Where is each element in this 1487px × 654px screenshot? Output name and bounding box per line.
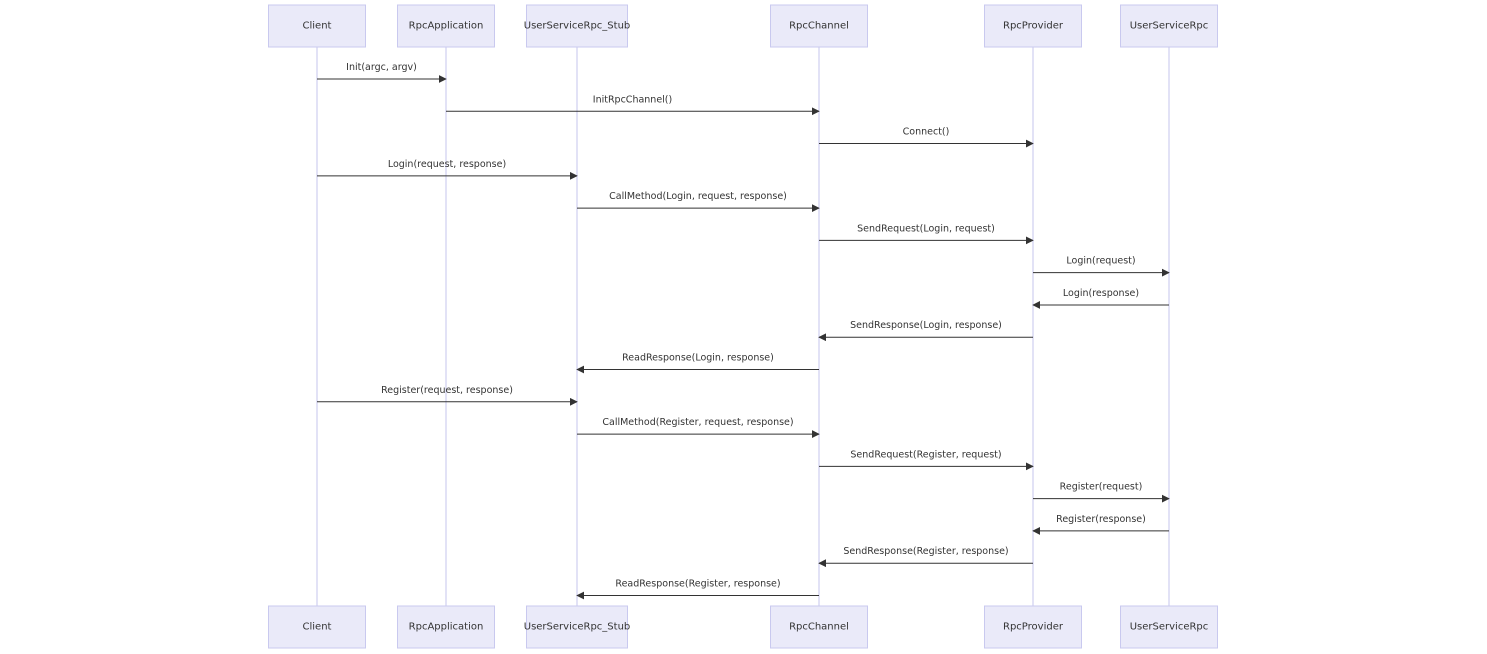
participant-box [984, 4, 1082, 48]
participant-label: RpcProvider [1003, 21, 1064, 32]
message-2: InitRpcChannel() [446, 94, 820, 116]
participant-label: RpcProvider [1003, 622, 1064, 633]
message-3: Connect() [819, 127, 1034, 148]
message-label: ReadResponse(Register, response) [615, 578, 780, 589]
messages: Init(argc, argv) InitRpcChannel() Connect(… [317, 62, 1170, 600]
message-label: Register(request, response) [381, 385, 513, 396]
participant-channel-bottom: RpcChannel [770, 605, 868, 649]
participant-app-top: RpcApplication [397, 4, 495, 48]
participant-box [770, 605, 868, 649]
participant-service-bottom: UserServiceRpc [1120, 605, 1218, 649]
message-6: SendRequest(Login, request) [819, 223, 1034, 245]
participant-box [397, 4, 495, 48]
message-label: Login(request, response) [388, 159, 506, 170]
message-14: Register(request) [1033, 482, 1170, 503]
participant-box [526, 605, 628, 649]
participant-label: UserServiceRpc [1130, 21, 1209, 32]
message-label: CallMethod(Register, request, response) [602, 417, 793, 428]
message-label: SendResponse(Register, response) [843, 546, 1008, 557]
participant-box [1120, 4, 1218, 48]
message-9: SendResponse(Login, response) [818, 320, 1033, 342]
message-label: SendRequest(Register, request) [850, 449, 1001, 460]
participant-channel-top: RpcChannel [770, 4, 868, 48]
message-label: Init(argc, argv) [346, 62, 417, 73]
participant-service-top: UserServiceRpc [1120, 4, 1218, 48]
participant-box [1120, 605, 1218, 649]
participants: ClientClientRpcApplicationRpcApplication… [268, 4, 1218, 649]
message-13: SendRequest(Register, request) [819, 449, 1034, 471]
participant-label: UserServiceRpc_Stub [524, 622, 631, 633]
participant-stub-bottom: UserServiceRpc_Stub [524, 605, 631, 649]
participant-box [984, 605, 1082, 649]
participant-app-bottom: RpcApplication [397, 605, 495, 649]
message-label: SendRequest(Login, request) [857, 223, 995, 234]
participant-label: RpcChannel [789, 21, 849, 32]
participant-stub-top: UserServiceRpc_Stub [524, 4, 631, 48]
lifelines [316, 47, 1170, 606]
participant-label: UserServiceRpc_Stub [524, 21, 631, 32]
participant-provider-bottom: RpcProvider [984, 605, 1082, 649]
message-label: SendResponse(Login, response) [850, 320, 1002, 331]
participant-box [268, 4, 366, 48]
participant-label: RpcChannel [789, 622, 849, 633]
message-12: CallMethod(Register, request, response) [577, 417, 820, 439]
participant-client-top: Client [268, 4, 366, 48]
participant-box [397, 605, 495, 649]
message-17: ReadResponse(Register, response) [576, 578, 819, 600]
participant-box [526, 4, 628, 48]
message-label: Register(request) [1060, 482, 1143, 493]
message-11: Register(request, response) [317, 385, 578, 406]
message-1: Init(argc, argv) [317, 62, 447, 83]
message-label: ReadResponse(Login, response) [622, 353, 774, 364]
participant-provider-top: RpcProvider [984, 4, 1082, 48]
message-7: Login(request) [1033, 256, 1170, 277]
message-label: CallMethod(Login, request, response) [609, 191, 787, 202]
participant-label: RpcApplication [409, 622, 484, 633]
participant-label: Client [303, 21, 332, 32]
message-15: Register(response) [1032, 514, 1169, 535]
message-5: CallMethod(Login, request, response) [577, 191, 820, 213]
participant-client-bottom: Client [268, 605, 366, 649]
message-label: Login(response) [1063, 288, 1139, 299]
message-4: Login(request, response) [317, 159, 578, 180]
participant-label: UserServiceRpc [1130, 622, 1209, 633]
message-8: Login(response) [1032, 288, 1169, 309]
message-16: SendResponse(Register, response) [818, 546, 1033, 568]
participant-box [268, 605, 366, 649]
message-label: InitRpcChannel() [593, 94, 672, 105]
message-label: Register(response) [1056, 514, 1146, 525]
message-label: Login(request) [1066, 256, 1135, 267]
message-label: Connect() [903, 127, 950, 138]
message-10: ReadResponse(Login, response) [576, 353, 819, 374]
participant-box [770, 4, 868, 48]
participant-label: RpcApplication [409, 21, 484, 32]
participant-label: Client [303, 622, 332, 633]
